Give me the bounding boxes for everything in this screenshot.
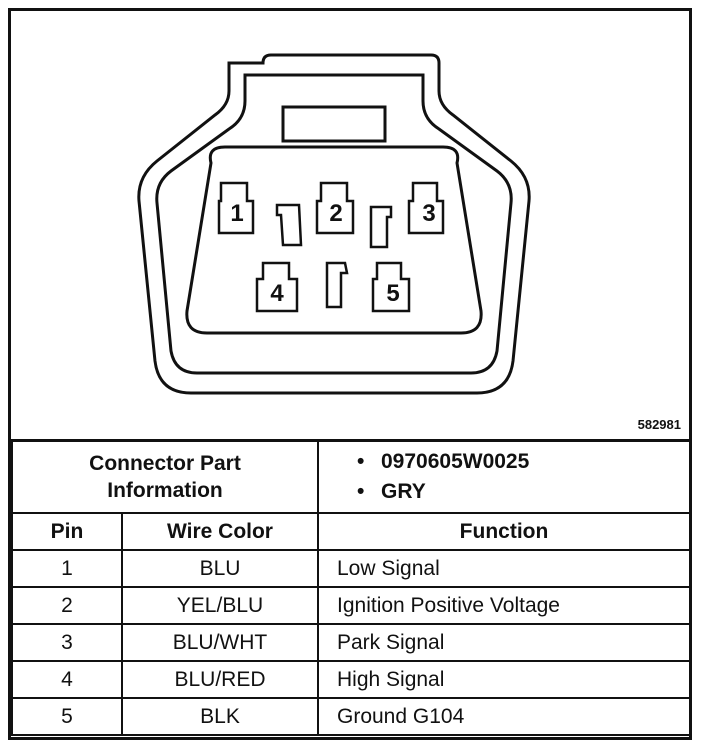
pin-3-terminal	[407, 181, 445, 235]
header-function: Function	[317, 512, 691, 551]
connector-color: GRY	[381, 480, 426, 503]
pin-2-label: 2	[329, 200, 342, 227]
connector-diagram: 1 2 3 4 5 582981	[11, 11, 689, 439]
function-cell: High Signal	[317, 660, 691, 699]
pin-1-label: 1	[230, 200, 243, 227]
connector-housing-inner	[155, 73, 513, 375]
table-header-row: Pin Wire Color Function	[11, 512, 691, 551]
function-cell: Low Signal	[317, 549, 691, 588]
table-row: 3 BLU/WHT Park Signal	[11, 623, 691, 662]
function-cell: Ground G104	[317, 697, 691, 736]
header-pin: Pin	[11, 512, 123, 551]
connector-housing-outer	[137, 53, 531, 395]
connector-info-label-line1: Connector Part	[89, 452, 241, 475]
pin-5-label: 5	[386, 280, 399, 307]
wire-color-cell: YEL/BLU	[121, 586, 319, 625]
connector-info-label-line2: Information	[107, 479, 223, 502]
pin-5-terminal	[371, 261, 411, 313]
connector-pinout-table: Connector Part Information • 0970605W0025…	[11, 439, 691, 736]
table-row: 2 YEL/BLU Ignition Positive Voltage	[11, 586, 691, 625]
table-row: 4 BLU/RED High Signal	[11, 660, 691, 699]
table-row: 5 BLK Ground G104	[11, 697, 691, 736]
color-item: • GRY	[357, 477, 689, 507]
pin-1-terminal	[217, 181, 255, 235]
connector-sheet: 1 2 3 4 5 582981 Connector Part Informat…	[8, 8, 692, 740]
wire-color-cell: BLU	[121, 549, 319, 588]
pin-cell: 5	[11, 697, 123, 736]
bullet-icon: •	[357, 450, 365, 473]
connector-info-row: Connector Part Information • 0970605W0025…	[11, 439, 691, 514]
key-blade-left	[275, 203, 303, 247]
connector-face-drawing: 1 2 3 4 5	[137, 53, 531, 395]
connector-info-values: • 0970605W0025 • GRY	[317, 439, 691, 514]
pin-3-label: 3	[422, 200, 435, 227]
connector-info-label: Connector Part Information	[11, 439, 319, 514]
pin-4-label: 4	[270, 280, 284, 307]
key-blade-right	[369, 205, 393, 249]
function-cell: Ignition Positive Voltage	[317, 586, 691, 625]
pin-cell: 2	[11, 586, 123, 625]
function-cell: Park Signal	[317, 623, 691, 662]
pin-cell: 3	[11, 623, 123, 662]
wire-color-cell: BLU/RED	[121, 660, 319, 699]
pin-2-terminal	[315, 181, 355, 235]
pin-4-terminal	[255, 261, 299, 313]
pin-cell: 1	[11, 549, 123, 588]
wire-color-cell: BLU/WHT	[121, 623, 319, 662]
key-blade-center	[325, 261, 349, 309]
part-number-item: • 0970605W0025	[357, 447, 689, 477]
bullet-icon: •	[357, 480, 365, 503]
header-wire-color: Wire Color	[121, 512, 319, 551]
part-number: 0970605W0025	[381, 450, 530, 473]
pin-cell: 4	[11, 660, 123, 699]
table-row: 1 BLU Low Signal	[11, 549, 691, 588]
figure-id: 582981	[637, 417, 681, 432]
wire-color-cell: BLK	[121, 697, 319, 736]
terminal-cavity	[185, 145, 483, 335]
latch-window	[281, 105, 387, 143]
